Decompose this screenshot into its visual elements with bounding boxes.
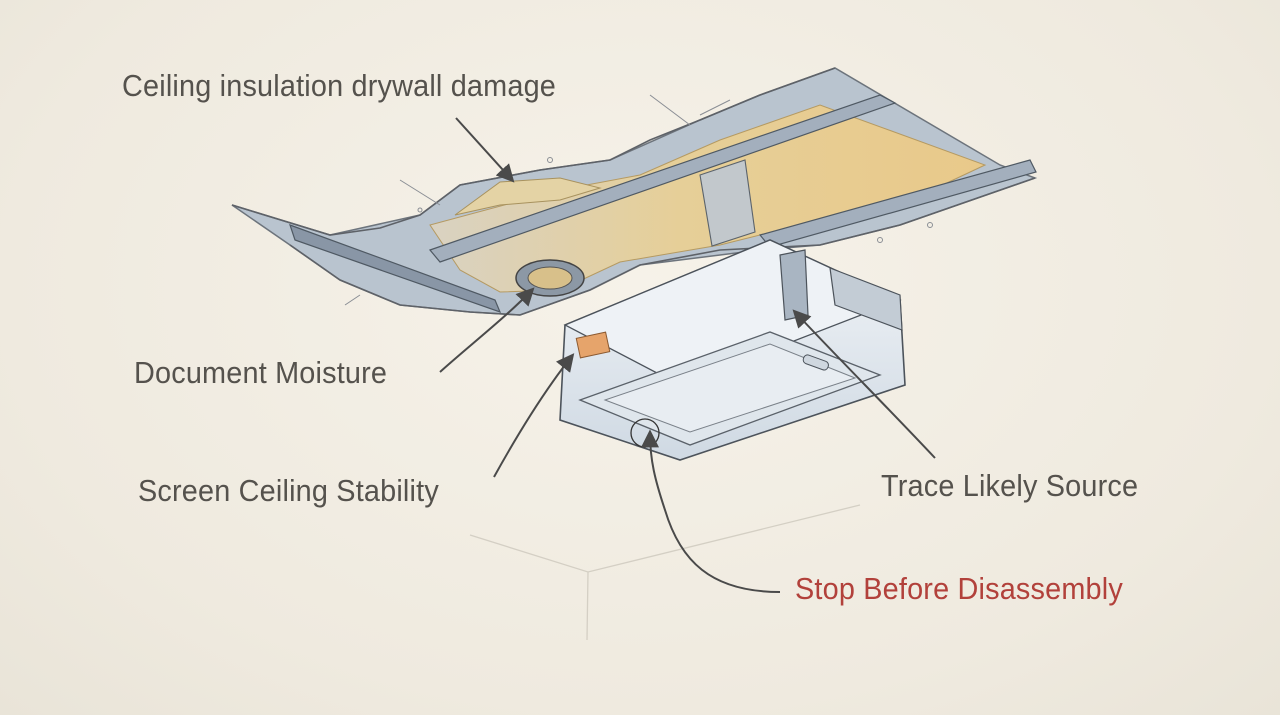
ceiling-opening [231, 67, 1038, 316]
document-moisture-label: Document Moisture [134, 355, 388, 390]
arrow-stop-disassembly [641, 429, 781, 593]
ceiling-damage-label: Ceiling insulation drywall damage [122, 68, 557, 103]
arrow-ceiling-damage [455, 117, 515, 183]
callout-arrows [439, 117, 936, 593]
arrow-trace-source [792, 309, 936, 459]
stop-disassembly-label: Stop Before Disassembly [795, 571, 1123, 606]
screen-stability-label: Screen Ceiling Stability [138, 473, 439, 508]
ceiling-fixture-box [559, 239, 906, 461]
arrow-screen-stability [493, 353, 575, 478]
arrow-document-moisture [439, 287, 535, 373]
room-corner-lines [469, 504, 861, 641]
trace-source-label: Trace Likely Source [881, 468, 1139, 503]
